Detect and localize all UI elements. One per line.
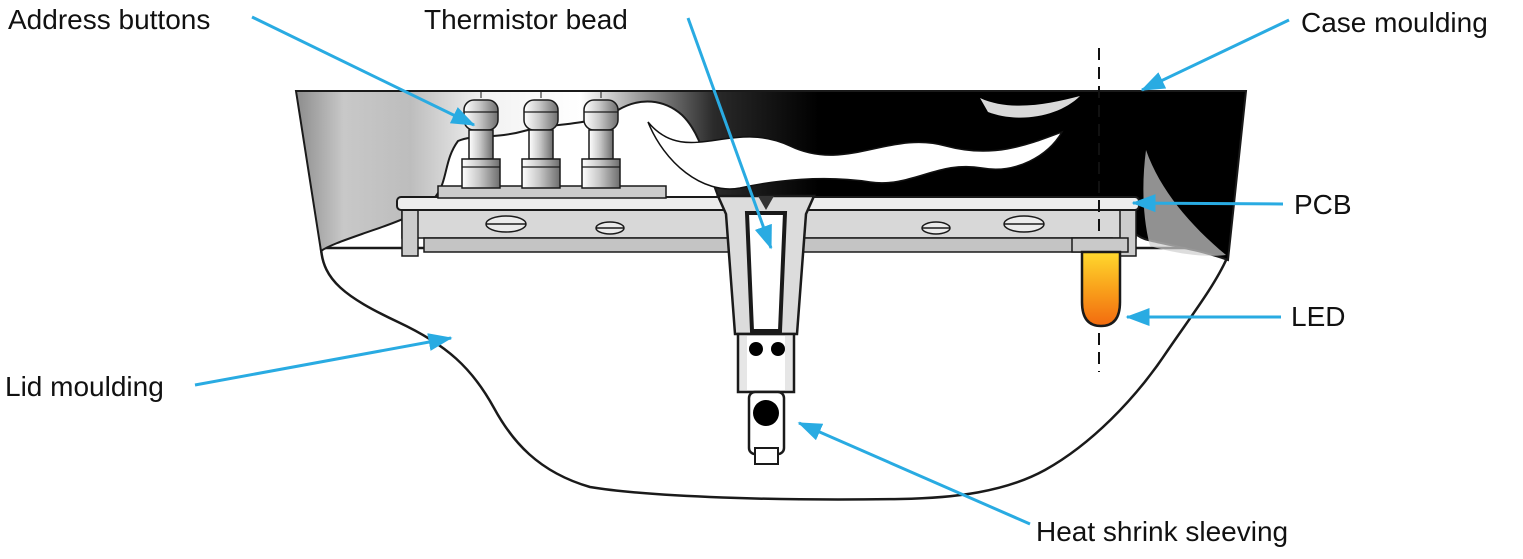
led-body [1080,250,1122,328]
frame-screw-head [485,215,527,233]
thermistor-lead-dot [771,342,785,356]
arrow-to-thermistor-bead [686,17,773,250]
label-case-moulding: Case moulding [1301,7,1488,38]
case-inner-wall-shade [1143,150,1226,256]
case-tear-highlight-small [980,96,1080,118]
arrow-to-pcb [1131,194,1284,213]
frame-screw-head [921,221,951,235]
pocket-top-notch [758,196,774,210]
label-pcb: PCB [1294,189,1352,220]
arrow-to-lid-moulding [194,333,453,387]
address-button [461,92,501,192]
label-address-buttons: Address buttons [8,4,211,35]
case-tear-highlight [647,121,1064,190]
address-button [521,92,561,192]
thermistor-lead-dot [749,342,763,356]
led [1071,237,1129,328]
chassis-frame [401,209,1137,257]
label-lid-moulding: Lid moulding [5,371,164,402]
callout-arrows [194,15,1290,526]
heat-shrink-sleeving [747,390,786,465]
address-buttons [437,92,667,199]
arrow-to-case-moulding [1140,18,1290,92]
led-bracket [1071,237,1129,253]
frame-screw-head [595,221,625,235]
address-button [581,92,621,192]
frame-screw-head [1003,215,1045,233]
label-thermistor-bead: Thermistor bead [424,4,628,35]
arrow-to-address-buttons [251,15,476,127]
heat-shrink-bead [753,400,779,426]
label-heat-shrink-sleeving: Heat shrink sleeving [1036,516,1289,547]
thermistor-pocket [716,194,816,465]
label-led: LED [1291,301,1346,332]
arrow-to-heat-shrink [797,421,1031,526]
